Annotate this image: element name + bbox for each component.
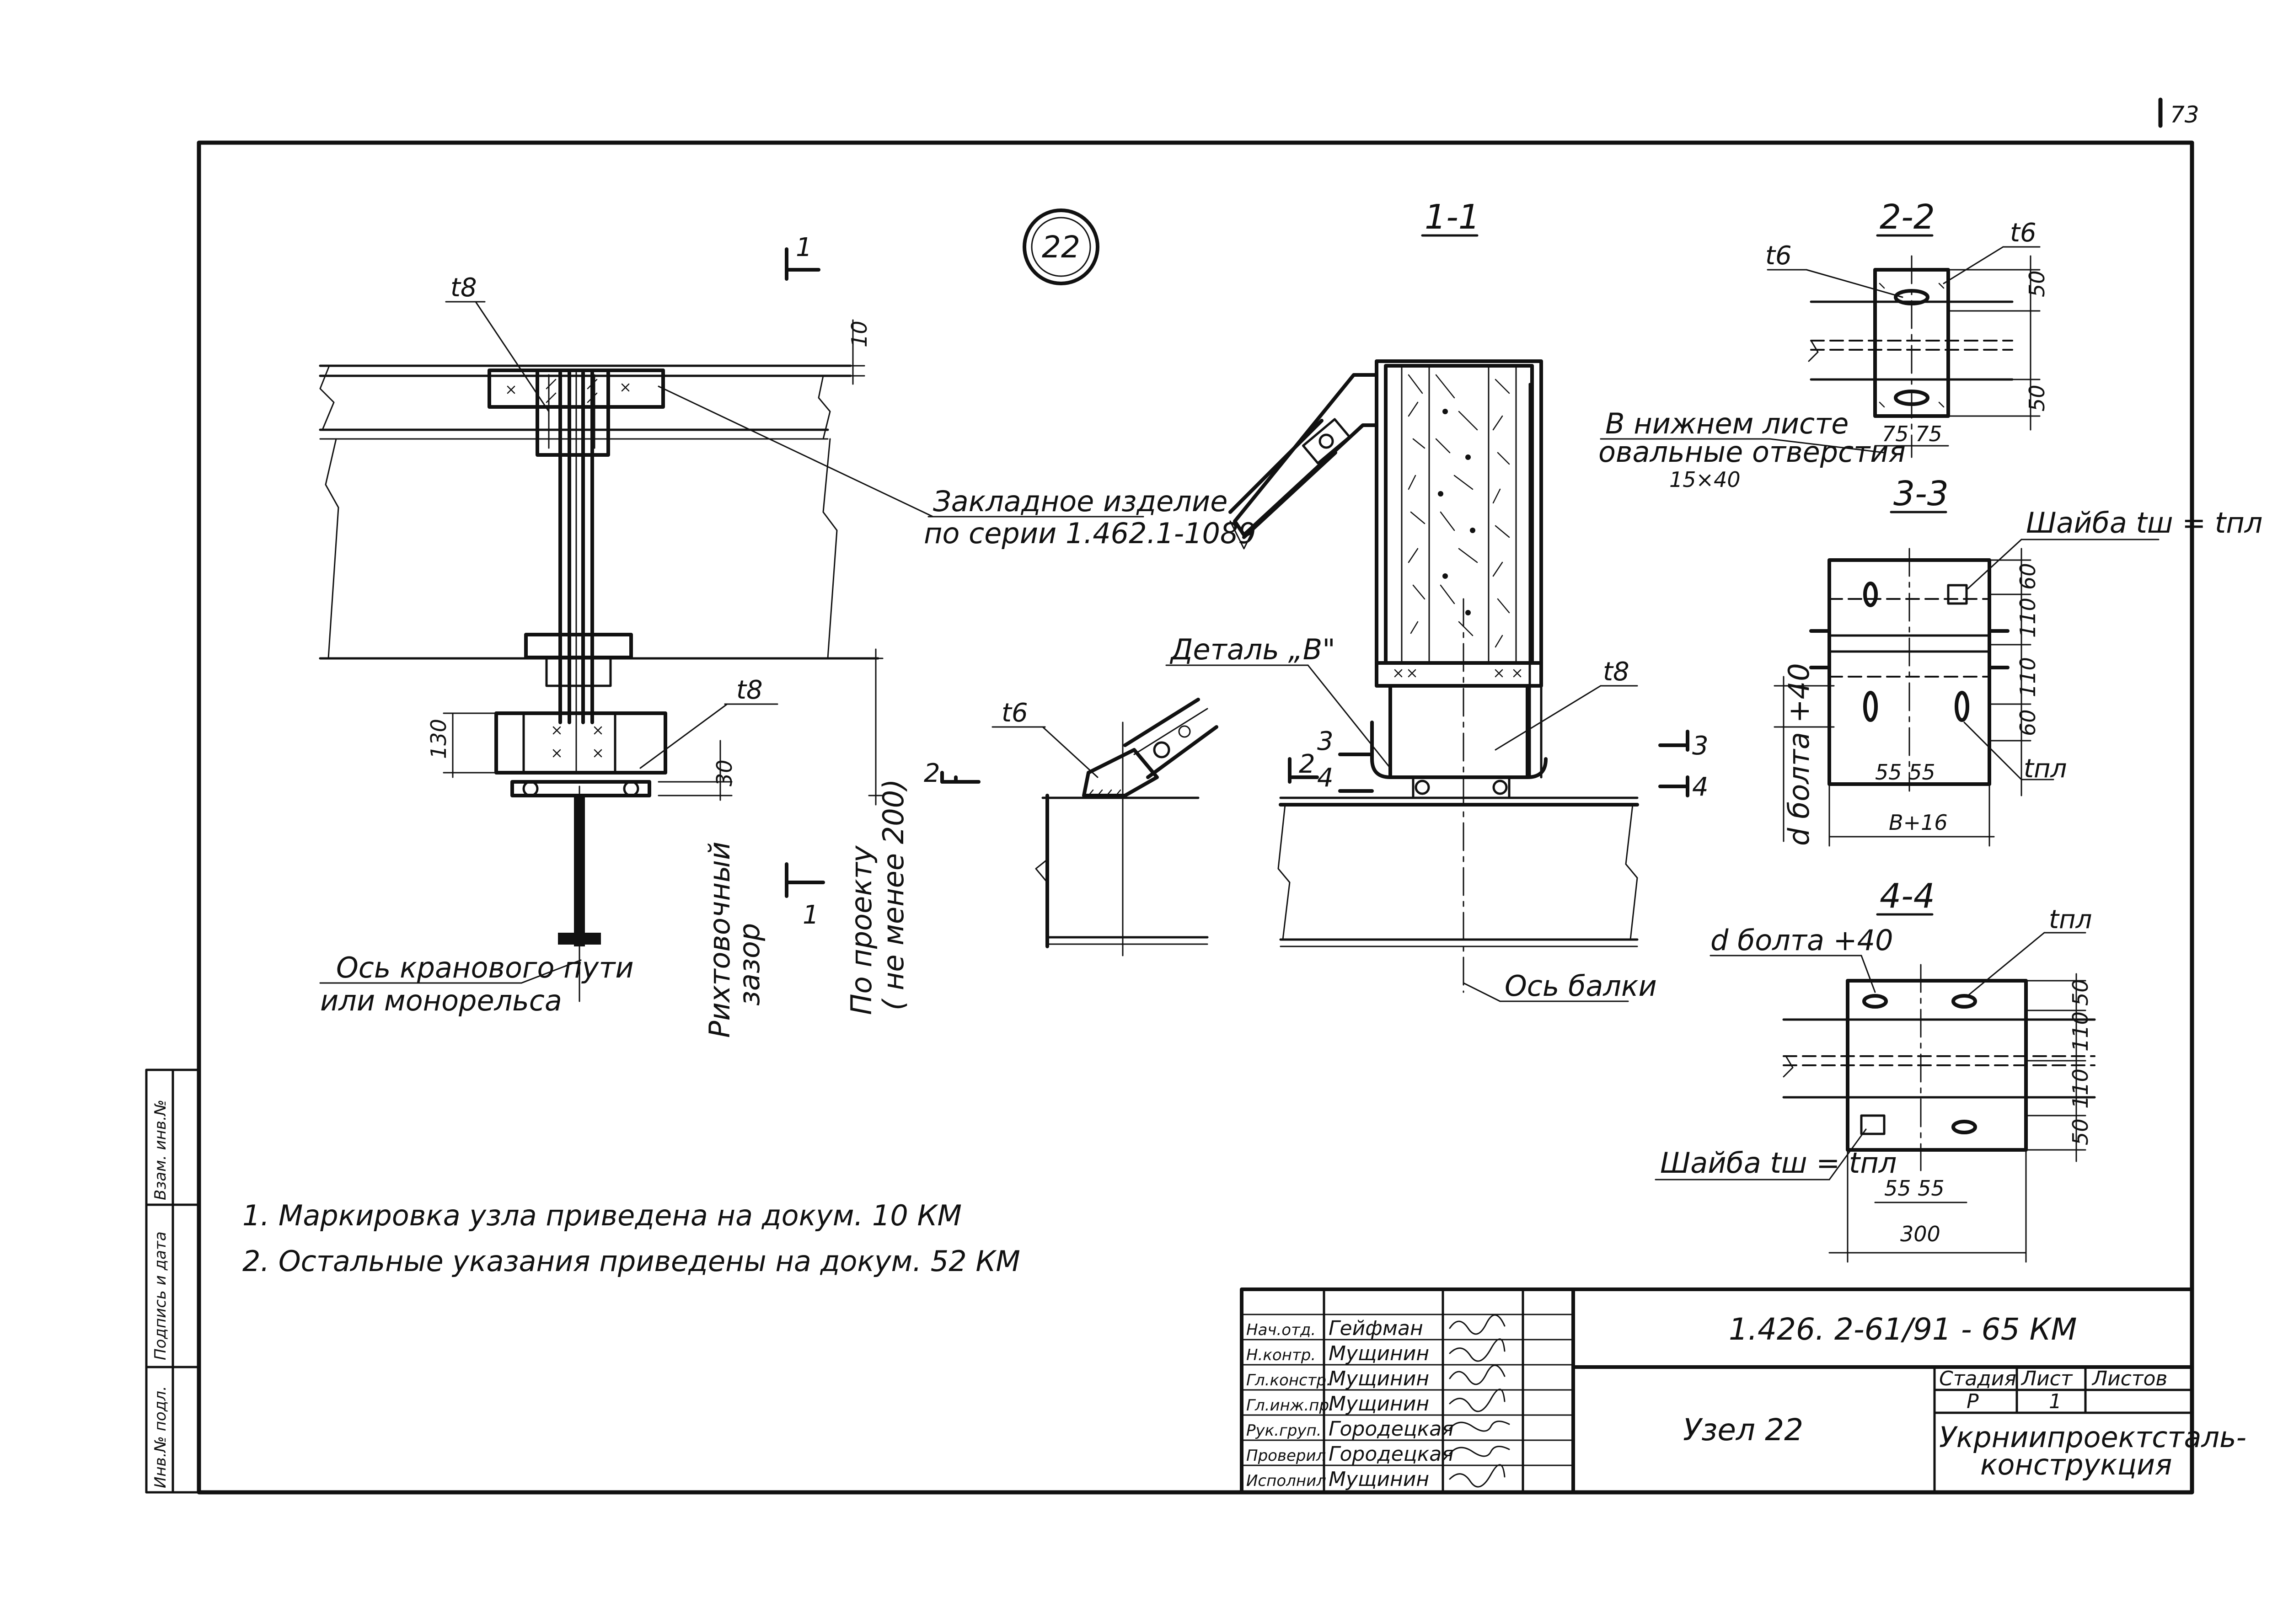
stamp-role-1: Нач.отд.	[1246, 1321, 1316, 1339]
cut-mark-2-right: 2	[1299, 749, 1315, 779]
label-rail-axis-2: или монорельса	[320, 984, 562, 1017]
stamp-stage: Р	[1967, 1390, 1979, 1413]
stamp-title: Узел 22	[1683, 1412, 1803, 1448]
sec44-dim-55-55: 55 55	[1884, 1176, 1945, 1201]
stamp-org-2: конструкция	[1980, 1448, 2172, 1481]
stamp-name-4: Мущинин	[1329, 1392, 1429, 1416]
sec44-dim-50b: 50	[2068, 1118, 2093, 1145]
side-stamp-replaced-inv: Взам. инв.№	[151, 1100, 170, 1200]
stamp-name-1: Гейфман	[1329, 1317, 1423, 1340]
stamp-role-6: Проверил	[1246, 1447, 1326, 1465]
side-stamp: Инв.№ подл. Подпись и дата Взам. инв.№	[145, 1068, 200, 1494]
dim-30: 30	[712, 759, 737, 786]
sec33-tpl: tпл	[2024, 754, 2067, 784]
label-embedded-2: по серии 1.462.1-1089	[924, 517, 1256, 550]
sec22-note-3: 15×40	[1669, 467, 1741, 492]
stamp-sheet: 1	[2049, 1390, 2062, 1413]
detail-b-view: t6 2	[924, 698, 1218, 956]
cut-mark-3-right: 3	[1692, 731, 1709, 761]
elevation-view: 1	[319, 233, 1256, 1038]
cut-mark-4-left: 4	[1317, 763, 1334, 793]
label-t6-22a: t6	[1765, 241, 1792, 271]
side-stamp-inv-podl: Инв.№ подл.	[151, 1386, 170, 1488]
section-3-3: 3-3 Шайба tш = tпл 60 110 110 60 d б	[1774, 474, 2262, 847]
label-proj-1: По проекту	[845, 845, 878, 1015]
label-proj-2: ( не менее 200)	[877, 779, 910, 1010]
stamp-name-2: Мущинин	[1329, 1342, 1429, 1365]
title-block: Нач.отд. Н.контр. Гл.констр. Гл.инж.пр. …	[1240, 1287, 2246, 1494]
label-t8-section: t8	[1603, 657, 1629, 687]
sec33-dim-110a: 110	[2015, 598, 2040, 638]
sheet-number: 73	[2170, 102, 2199, 128]
sec33-width: B+16	[1889, 810, 1948, 835]
stamp-stage-label: Стадия	[1939, 1367, 2016, 1390]
section-title-3-3: 3-3	[1893, 474, 1949, 513]
stamp-name-3: Мущинин	[1329, 1367, 1429, 1390]
sec22-dim-75-75: 75 75	[1882, 422, 1942, 446]
sec33-bolt: d болта +40	[1782, 663, 1816, 846]
cut-mark-4-right: 4	[1692, 772, 1709, 802]
stamp-role-4: Гл.инж.пр.	[1246, 1396, 1334, 1415]
side-stamp-signature-date: Подпись и дата	[151, 1231, 170, 1360]
label-t8-top: t8	[450, 273, 477, 303]
dim-10: 10	[847, 321, 872, 347]
cut-mark-2-left: 2	[924, 759, 940, 788]
label-embedded-1: Закладное изделие	[933, 485, 1227, 518]
sec33-washer: Шайба tш = tпл	[2026, 506, 2262, 540]
sec44-dim-110a: 110	[2068, 1011, 2093, 1052]
general-notes: 1. Маркировка узла приведена на докум. 1…	[242, 1199, 1020, 1278]
sec33-dim-60a: 60	[2015, 563, 2040, 590]
sec22-dim-50b: 50	[2025, 385, 2049, 411]
sec33-dim-55-55: 55 55	[1875, 760, 1935, 785]
stamp-name-5: Городецкая	[1329, 1417, 1454, 1441]
section-title-4-4: 4-4	[1880, 876, 1935, 916]
sec44-bolt: d болта +40	[1710, 924, 1893, 957]
label-gap-2: зазор	[733, 923, 766, 1006]
sec33-dim-60b: 60	[2015, 709, 2040, 736]
sec44-dim-50a: 50	[2068, 979, 2093, 1006]
stamp-sheets-label: Листов	[2091, 1367, 2167, 1390]
stamp-role-3: Гл.констр.	[1246, 1371, 1331, 1389]
stamp-name-7: Мущинин	[1329, 1468, 1429, 1491]
section-title-1-1: 1-1	[1425, 198, 1480, 237]
sec22-note-2: овальные отверстия	[1598, 435, 1906, 469]
section-4-4: 4-4 d болта +40 tпл 50 110 110 50 55 55	[1655, 876, 2096, 1263]
section-title-2-2: 2-2	[1880, 198, 1935, 237]
label-beam-axis: Ось балки	[1505, 969, 1657, 1003]
label-gap-1: Рихтовочный	[703, 842, 736, 1038]
sec44-washer: Шайба tш = tпл	[1660, 1146, 1897, 1180]
label-t6-detail: t6	[1002, 698, 1028, 728]
stamp-role-2: Н.контр.	[1246, 1346, 1316, 1364]
section-1-1: 1-1 Ось балки	[1165, 198, 1709, 1003]
label-t8-mid: t8	[736, 675, 763, 705]
dim-130: 130	[426, 719, 451, 759]
stamp-role-7: Исполнил	[1246, 1472, 1326, 1490]
stamp-org-1: Укрниипроектсталь-	[1939, 1421, 2246, 1454]
stamp-name-6: Городецкая	[1329, 1442, 1454, 1466]
label-detail-b: Деталь „В"	[1169, 633, 1335, 666]
label-rail-axis-1: Ось кранового пути	[336, 951, 634, 984]
note-1: 1. Маркировка узла приведена на докум. 1…	[242, 1199, 962, 1232]
label-t6-22b: t6	[2010, 218, 2036, 248]
node-marker-number: 22	[1042, 230, 1080, 265]
sec33-dim-110b: 110	[2015, 657, 2040, 697]
stamp-sheet-label: Лист	[2020, 1367, 2073, 1390]
cut-mark-1-top: 1	[796, 233, 812, 262]
stamp-doc-code: 1.426. 2-61/91 - 65 КМ	[1729, 1312, 2077, 1347]
sec22-dim-50a: 50	[2025, 270, 2049, 297]
sec44-tpl: tпл	[2049, 905, 2092, 935]
sec44-dim-300: 300	[1900, 1222, 1940, 1246]
stamp-signatures	[1449, 1314, 1510, 1488]
cut-mark-3-left: 3	[1317, 727, 1334, 756]
note-2: 2. Остальные указания приведены на докум…	[242, 1245, 1020, 1278]
sheet-frame: 73	[197, 97, 2199, 1495]
stamp-role-5: Рук.груп.	[1246, 1421, 1322, 1440]
node-marker: 22	[1023, 208, 1099, 285]
sec22-note-1: В нижнем листе	[1605, 407, 1849, 440]
sec44-dim-110b: 110	[2068, 1068, 2093, 1109]
section-2-2: 2-2 t6 t6 50 50 75 75 В нижнем листе ова	[1598, 198, 2049, 492]
cut-mark-1-bottom: 1	[803, 900, 819, 930]
